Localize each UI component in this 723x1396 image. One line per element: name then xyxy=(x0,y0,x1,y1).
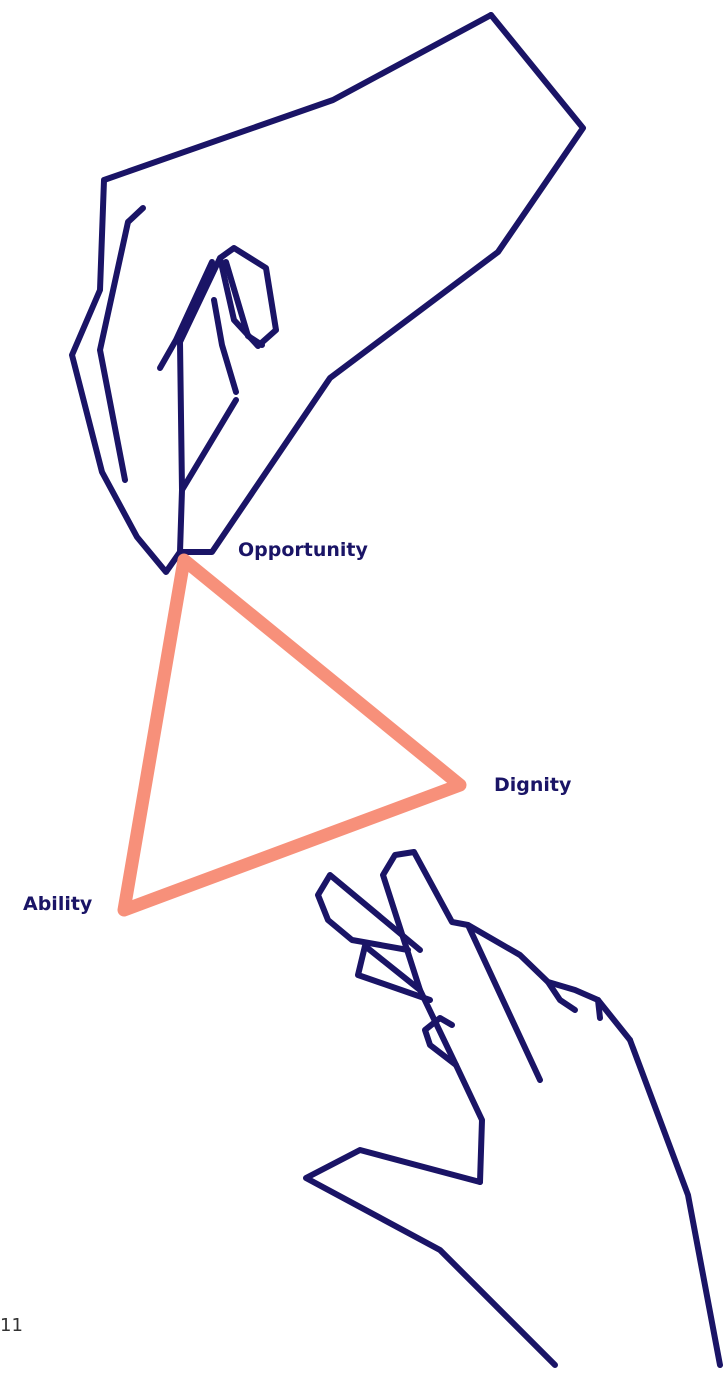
page-number: 11 xyxy=(0,1317,23,1335)
top-hand-back xyxy=(72,15,491,572)
label-ability: Ability xyxy=(23,895,92,914)
label-dignity: Dignity xyxy=(494,776,571,795)
bottom-hand-little-finger xyxy=(425,1018,456,1065)
bottom-hand-icon xyxy=(306,852,720,1365)
triangle-shape xyxy=(124,560,460,910)
bottom-hand-ring-finger xyxy=(358,946,430,1000)
top-hand-outline xyxy=(180,15,583,552)
top-hand-thumb xyxy=(100,208,143,480)
bottom-hand-palm xyxy=(630,1040,720,1365)
bottom-hand-thumb xyxy=(306,1150,555,1365)
bottom-hand-index-finger xyxy=(383,852,540,1182)
top-hand-icon xyxy=(72,15,583,572)
bottom-hand-middle-finger xyxy=(318,875,420,950)
top-hand-finger-crease-1 xyxy=(160,262,212,368)
label-opportunity: Opportunity xyxy=(238,541,368,560)
bottom-hand-crease-2 xyxy=(598,1000,600,1018)
